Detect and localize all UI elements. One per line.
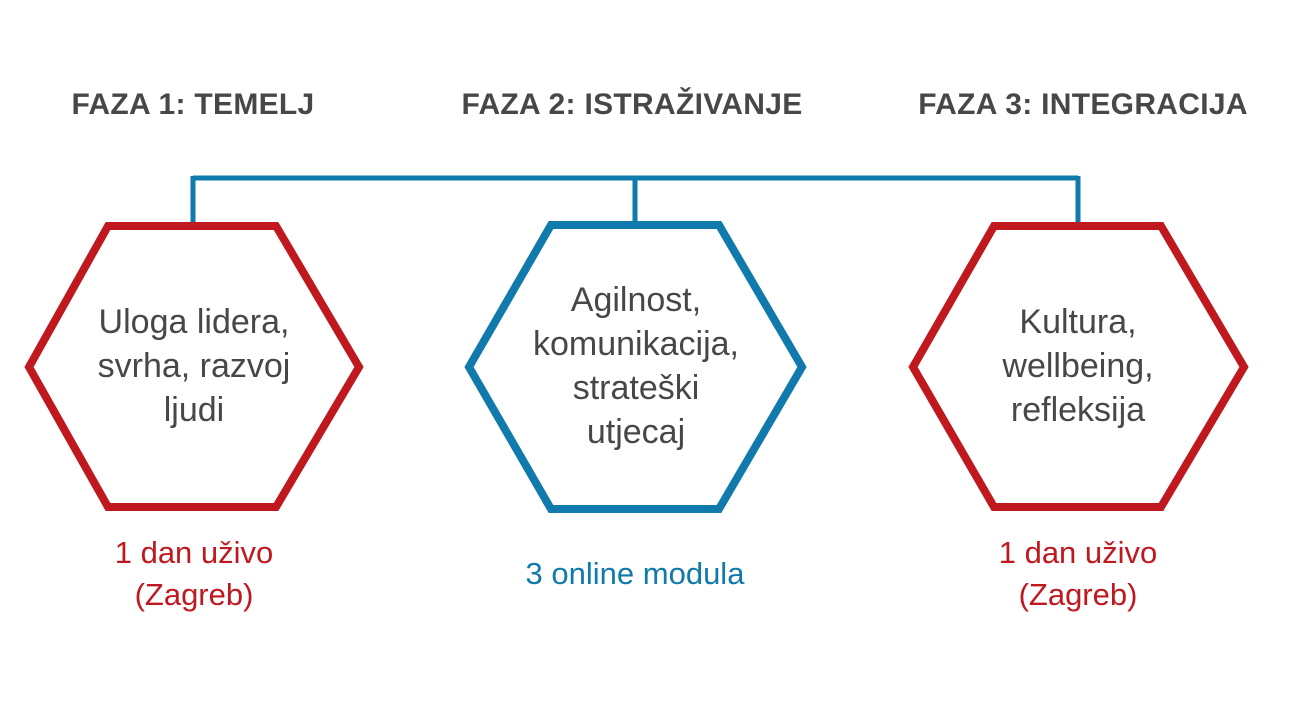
topic-line: strateški [572,369,700,407]
topic-line: Agilnost, [570,281,702,319]
format-line: 3 online modula [525,556,745,591]
phase-3-format: 1 dan uživo (Zagreb) [999,532,1158,616]
hexagon-phase-1 [24,222,364,511]
topic-line: ljudi [163,391,225,429]
phase-1-title: FAZA 1: TEMELJ [71,88,315,121]
topic-line: komunikacija, [533,325,739,363]
phase-1-topics: Uloga lidera, svrha, razvoj ljudi [98,300,291,432]
phase-3-title: FAZA 3: INTEGRACIJA [918,88,1248,121]
phase-2-title: FAZA 2: ISTRAŽIVANJE [461,88,803,121]
format-line: (Zagreb) [1018,577,1138,612]
topic-line: Uloga lidera, [98,303,290,341]
format-line: 1 dan uživo [998,535,1158,570]
topic-line: Kultura, [1019,303,1137,341]
topic-line: utjecaj [586,413,686,451]
hexagon-phase-3 [908,222,1249,511]
phase-2-topics: Agilnost, komunikacija, strateški utjeca… [533,278,739,454]
phase-3-topics: Kultura, wellbeing, refleksija [1002,300,1153,432]
topic-line: refleksija [1010,391,1146,429]
phase-2-format: 3 online modula [526,553,745,595]
connector [190,175,1081,224]
topic-line: svrha, razvoj [97,347,291,385]
format-line: (Zagreb) [134,577,254,612]
topic-line: wellbeing, [1002,347,1154,385]
hexagon-phase-2 [464,221,807,513]
phase-1-format: 1 dan uživo (Zagreb) [115,532,274,616]
format-line: 1 dan uživo [114,535,274,570]
